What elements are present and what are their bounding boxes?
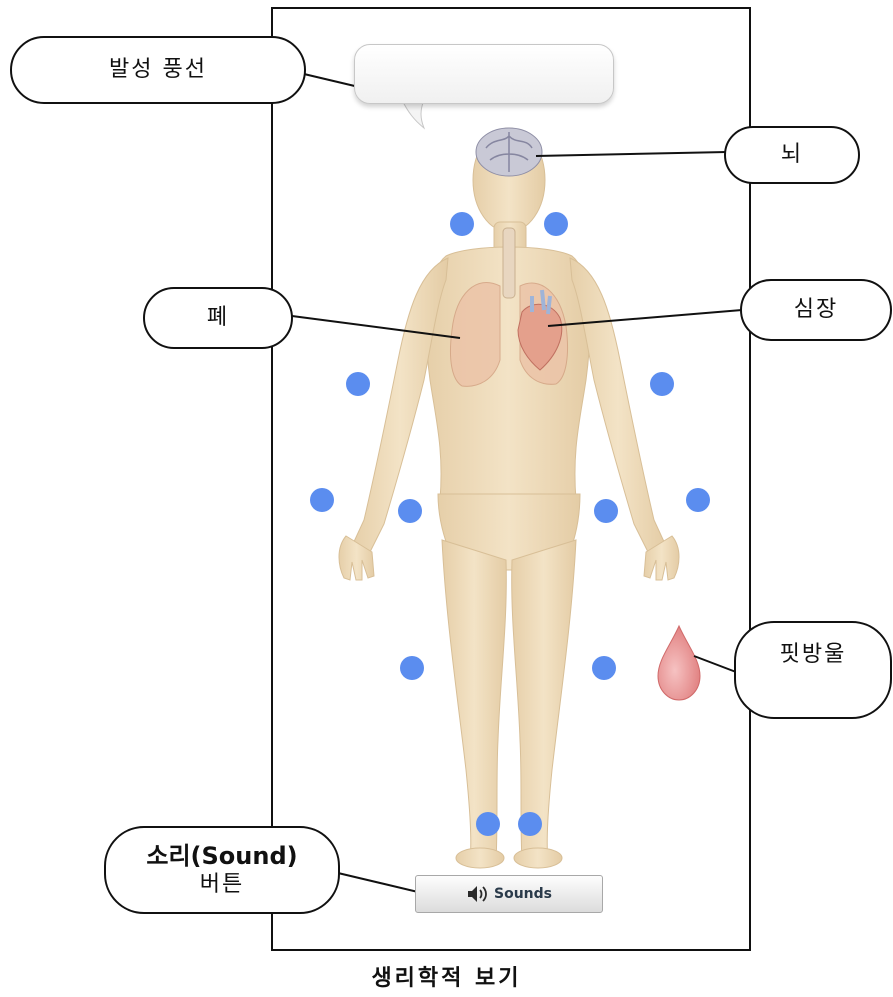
callout-speech-bubble: 발성 풍선	[10, 36, 306, 104]
callout-label: 발성 풍선	[109, 56, 207, 84]
pulse-point	[544, 212, 568, 236]
trachea	[503, 228, 515, 298]
callout-label-title: 소리(Sound)	[146, 841, 297, 871]
callout-label: 심장	[794, 296, 838, 324]
pulse-point	[398, 499, 422, 523]
pulse-point	[346, 372, 370, 396]
pulse-point	[310, 488, 334, 512]
callout-label: 핏방울	[780, 641, 847, 669]
pulse-point	[686, 488, 710, 512]
callout-lungs: 폐	[143, 287, 293, 349]
pulse-point	[400, 656, 424, 680]
pulse-point	[450, 212, 474, 236]
blood-drop-icon[interactable]	[658, 626, 700, 700]
callout-label-sub: 버튼	[200, 871, 244, 899]
callout-sound-button: 소리(Sound) 버튼	[104, 826, 340, 914]
callout-label: 폐	[207, 304, 229, 332]
callout-label: 뇌	[781, 141, 803, 169]
figure-caption: 생리학적 보기	[0, 960, 893, 992]
sounds-button[interactable]: Sounds	[415, 875, 603, 913]
speech-bubble-tail	[402, 100, 424, 128]
pulse-point	[518, 812, 542, 836]
leader-line-sound	[338, 873, 418, 892]
sounds-button-label: Sounds	[494, 886, 552, 902]
speech-bubble	[354, 44, 614, 104]
leader-line-brain	[536, 152, 727, 156]
speaker-icon	[466, 885, 488, 903]
callout-blood-drop: 핏방울	[734, 621, 892, 719]
pulse-point	[650, 372, 674, 396]
pulse-point	[476, 812, 500, 836]
leader-line-blood	[694, 656, 736, 672]
pulse-point	[594, 499, 618, 523]
callout-brain: 뇌	[724, 126, 860, 184]
callout-heart: 심장	[740, 279, 892, 341]
pulse-point	[592, 656, 616, 680]
brain-organ[interactable]	[476, 128, 542, 176]
